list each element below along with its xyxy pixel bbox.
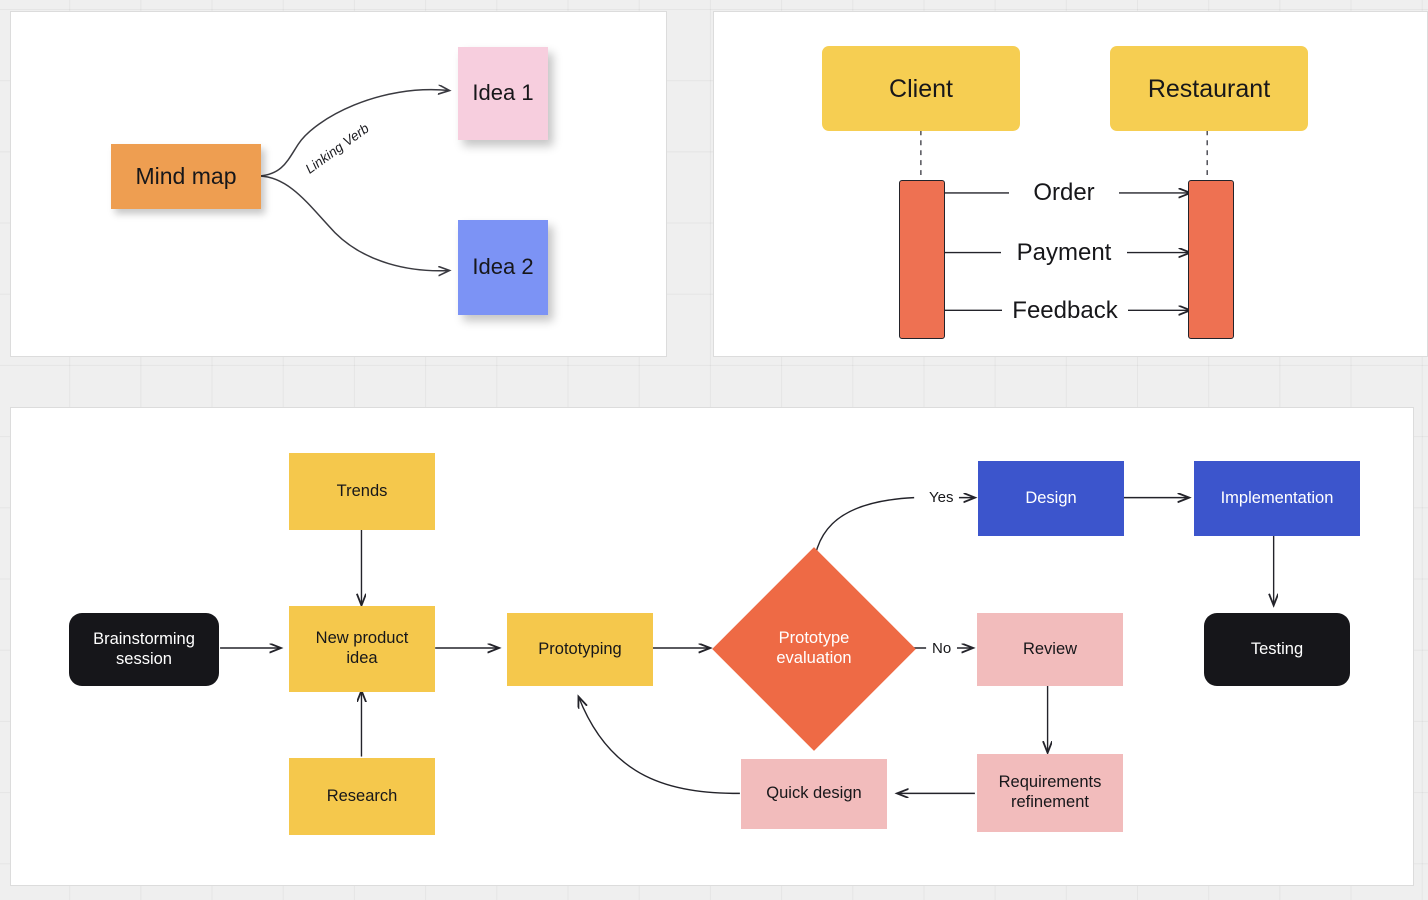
flowchart-node-label: Quick design: [766, 784, 862, 803]
flowchart-node-review[interactable]: Review: [977, 613, 1123, 686]
sequence-message-order: Order: [1009, 179, 1119, 207]
flowchart-node-implementation[interactable]: Implementation: [1194, 461, 1360, 536]
sequence-actor-restaurant[interactable]: Restaurant: [1110, 46, 1308, 131]
mindmap-note-label: Idea 2: [472, 254, 534, 280]
flowchart-node-label: Trends: [336, 481, 388, 500]
mind-map-panel[interactable]: Mind map Idea 1 Idea 2 Linking Verb: [10, 11, 667, 357]
sequence-actor-label: Restaurant: [1147, 74, 1271, 103]
sequence-actor-client[interactable]: Client: [822, 46, 1020, 131]
sequence-message-feedback: Feedback: [1002, 297, 1128, 325]
flowchart-node-label: Review: [1022, 639, 1078, 658]
mindmap-root-node[interactable]: Mind map: [111, 144, 261, 209]
mindmap-note-idea-2[interactable]: Idea 2: [458, 220, 548, 315]
sequence-activation-client[interactable]: [899, 180, 945, 339]
flowchart-node-label: Prototyping: [538, 639, 622, 658]
mind-map-connectors: [259, 12, 666, 356]
flowchart-node-design[interactable]: Design: [978, 461, 1124, 536]
flowchart-node-new-product-idea[interactable]: New product idea: [289, 606, 435, 692]
flowchart-node-research[interactable]: Research: [289, 758, 435, 835]
flowchart-node-testing[interactable]: Testing: [1204, 613, 1350, 686]
mindmap-note-label: Idea 1: [472, 80, 534, 106]
flowchart-node-trends[interactable]: Trends: [289, 453, 435, 530]
flowchart-node-quick-design[interactable]: Quick design: [741, 759, 887, 829]
mindmap-note-idea-1[interactable]: Idea 1: [458, 47, 548, 140]
flowchart-node-prototype-evaluation[interactable]: Prototype evaluation: [712, 547, 916, 751]
flowchart-node-label: Testing: [1250, 639, 1304, 658]
flowchart-node-label: Prototype evaluation: [776, 629, 852, 667]
flowchart-branch-label-no: No: [932, 640, 952, 657]
flowchart-node-label: Implementation: [1220, 488, 1334, 507]
flowchart-node-label: Research: [326, 786, 398, 805]
flowchart-node-label: Requirements refinement: [998, 773, 1102, 811]
flowchart-node-prototyping[interactable]: Prototyping: [507, 613, 653, 686]
flowchart-node-brainstorming[interactable]: Brainstorming session: [69, 613, 219, 686]
sequence-actor-label: Client: [889, 74, 953, 103]
sequence-diagram-panel[interactable]: Client Restaurant Order Payment Feedback: [713, 11, 1428, 357]
flowchart-node-label: Design: [1025, 488, 1077, 507]
sequence-message-payment: Payment: [1001, 239, 1127, 267]
flowchart-node-label: New product idea: [315, 629, 409, 667]
mindmap-root-label: Mind map: [135, 162, 237, 189]
sequence-activation-restaurant[interactable]: [1188, 180, 1234, 339]
flowchart-node-label: Brainstorming session: [93, 629, 195, 668]
flowchart-branch-label-yes: Yes: [929, 489, 954, 506]
flowchart-node-requirements-refinement[interactable]: Requirements refinement: [977, 754, 1123, 832]
flowchart-panel[interactable]: Brainstorming session Trends Research Ne…: [10, 407, 1414, 886]
